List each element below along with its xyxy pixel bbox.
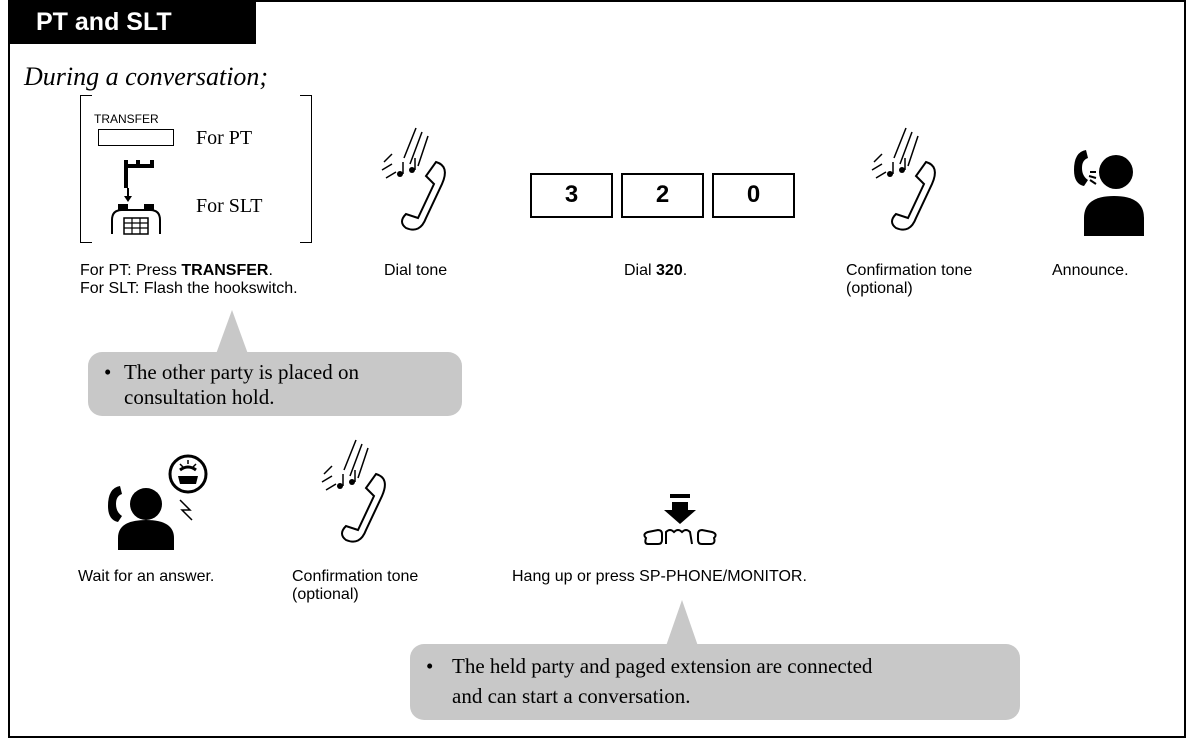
content-frame [8, 0, 1186, 738]
section-header: PT and SLT [8, 0, 256, 44]
digit-box: 2 [621, 173, 704, 218]
callout2-line1: The held party and paged extension are c… [452, 654, 873, 678]
callout1-line1: The other party is placed on [124, 360, 359, 384]
bracket-right [300, 95, 312, 243]
step7-caption: Confirmation tone (optional) [292, 568, 418, 604]
handset-tone-icon [321, 439, 386, 543]
transfer-key-label: TRANSFER [94, 112, 159, 126]
digit-box: 3 [530, 173, 613, 218]
callout-bullet: • [104, 360, 112, 384]
transfer-options-bracket [80, 95, 312, 243]
waiting-person-icon [108, 454, 208, 550]
handset-tone-icon [381, 127, 446, 231]
step1-caption-line2: For SLT: Flash the hookswitch. [80, 280, 298, 297]
for-pt-label: For PT [196, 127, 253, 149]
talking-person-icon [1074, 150, 1144, 236]
step1-caption-bold: TRANSFER [181, 262, 269, 279]
callout-bullet: • [426, 654, 434, 678]
step1-caption-suffix: . [268, 262, 273, 279]
step6-caption: Wait for an answer. [78, 568, 215, 585]
step3-caption-suffix: . [682, 262, 688, 279]
step4-caption-line2: (optional) [846, 280, 913, 297]
callout2-line2: and can start a conversation. [452, 684, 691, 708]
step1-caption: For PT: Press TRANSFER. For SLT: Flash t… [80, 262, 298, 298]
callout-pointer [666, 600, 698, 646]
step1-caption-prefix: For PT: Press [80, 262, 182, 279]
section-title: PT and SLT [36, 8, 172, 36]
step3-caption-bold: 320 [656, 262, 683, 279]
hang-up-icon [643, 494, 717, 545]
step4-caption-line1: Confirmation tone [846, 262, 973, 279]
callout-pointer [216, 310, 248, 354]
step2-caption: Dial tone [384, 262, 448, 279]
for-slt-label: For SLT [196, 195, 263, 217]
handset-tone-icon [871, 127, 936, 231]
step8-caption: Hang up or press SP-PHONE/MONITOR. [512, 568, 807, 585]
step3-caption-prefix: Dial [624, 262, 657, 279]
step7-caption-line1: Confirmation tone [292, 568, 419, 585]
step3-caption: Dial 320. [624, 262, 687, 280]
callout-consultation-hold: • The other party is placed on consultat… [88, 352, 462, 416]
transfer-key-icon [98, 129, 174, 146]
digit-box: 0 [712, 173, 795, 218]
step7-caption-line2: (optional) [292, 586, 359, 603]
callout1-line2: consultation hold. [124, 385, 275, 409]
step5-caption: Announce. [1052, 262, 1129, 279]
step4-caption: Confirmation tone (optional) [846, 262, 972, 298]
callout-connected: • The held party and paged extension are… [410, 644, 1020, 720]
bracket-left [80, 95, 92, 243]
hookswitch-phone-icon [111, 160, 161, 235]
intro-text: During a conversation; [24, 62, 269, 91]
